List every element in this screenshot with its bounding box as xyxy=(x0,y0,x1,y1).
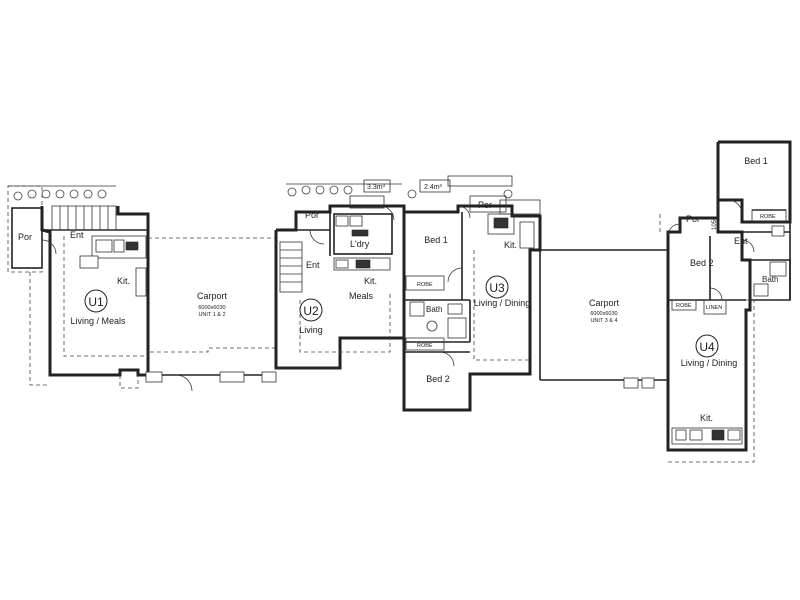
u1-ent-label: Ent xyxy=(70,230,84,240)
u4-marker xyxy=(695,334,719,358)
u3-robe2-label: ROBE xyxy=(417,343,433,349)
u4-bath-label: Bath xyxy=(762,275,778,284)
carport-1-size: 6000x6030 xyxy=(198,305,225,311)
carport-1-title: Carport xyxy=(197,291,228,301)
u1-living-label: Living / Meals xyxy=(70,316,126,326)
carport-1: Carport 6000x6030 UNIT 1 & 2 xyxy=(145,237,277,392)
unit-3: 2.4m³ Por Bed 1 ROBE Bath ROBE Bed 2 Kit… xyxy=(402,175,542,412)
unit-1: Por Ent Kit. U1 Living / Meals xyxy=(7,185,150,389)
u1-por-label: Por xyxy=(18,232,32,242)
u4-dim-label: 1050 xyxy=(712,216,718,230)
carport-2-size: 6000x6030 xyxy=(590,311,617,317)
u4-linen-label: LINEN xyxy=(706,305,722,311)
carport-2-units: UNIT 3 & 4 xyxy=(590,318,617,324)
u2-meals-label: Meals xyxy=(349,291,374,301)
u1-stair xyxy=(51,205,117,231)
u2-ldry-label: L'dry xyxy=(350,239,370,249)
u3-living-label: Living / Dining xyxy=(474,298,531,308)
u4-robe1-label: ROBE xyxy=(760,214,776,220)
carport-2-title: Carport xyxy=(589,298,620,308)
u2-landscape xyxy=(286,179,402,209)
unit-2: 3.3m³ Por L'dry Ent Kit. Meals U2 xyxy=(274,179,406,370)
u4-ent-label: Ent xyxy=(734,236,748,246)
u3-bed1-label: Bed 1 xyxy=(424,235,448,245)
u3-bed2-label: Bed 2 xyxy=(426,374,450,384)
u3-id: U3 xyxy=(489,281,505,295)
u1-marker xyxy=(84,289,108,313)
u2-ent-label: Ent xyxy=(306,260,320,270)
carport-2: Carport 6000x6030 UNIT 3 & 4 xyxy=(539,249,668,389)
u2-marker xyxy=(299,298,323,322)
u4-por-label: Por xyxy=(686,214,700,224)
u4-kit-label: Kit. xyxy=(700,413,713,423)
u3-robe1-label: ROBE xyxy=(417,282,433,288)
u4-bed2-label: Bed 2 xyxy=(690,258,714,268)
u2-por-label: Por xyxy=(305,210,319,220)
u4-bed1-label: Bed 1 xyxy=(744,156,768,166)
u2-tank-label: 3.3m³ xyxy=(367,184,386,191)
u1-id: U1 xyxy=(88,295,104,309)
u2-id: U2 xyxy=(303,304,319,318)
u2-stair xyxy=(279,241,303,293)
u3-por-label: Por xyxy=(478,200,492,210)
unit-4: Bed 1 ROBE Por 1050 Ent Bed 2 Bath ROBE … xyxy=(659,140,792,463)
u4-id: U4 xyxy=(699,340,715,354)
u3-tank-label: 2.4m³ xyxy=(424,184,443,191)
u4-living-label: Living / Dining xyxy=(681,358,738,368)
u3-bath-label: Bath xyxy=(426,305,442,314)
u3-landscape xyxy=(407,175,541,215)
u1-landscape xyxy=(8,185,116,201)
u2-kit-label: Kit. xyxy=(364,276,377,286)
u1-kit-label: Kit. xyxy=(117,276,130,286)
u2-living-label: Living xyxy=(299,325,323,335)
u3-kit-label: Kit. xyxy=(504,240,517,250)
carport-1-units: UNIT 1 & 2 xyxy=(198,312,225,318)
u3-marker xyxy=(485,275,509,299)
u4-robe2-label: ROBE xyxy=(676,303,692,309)
